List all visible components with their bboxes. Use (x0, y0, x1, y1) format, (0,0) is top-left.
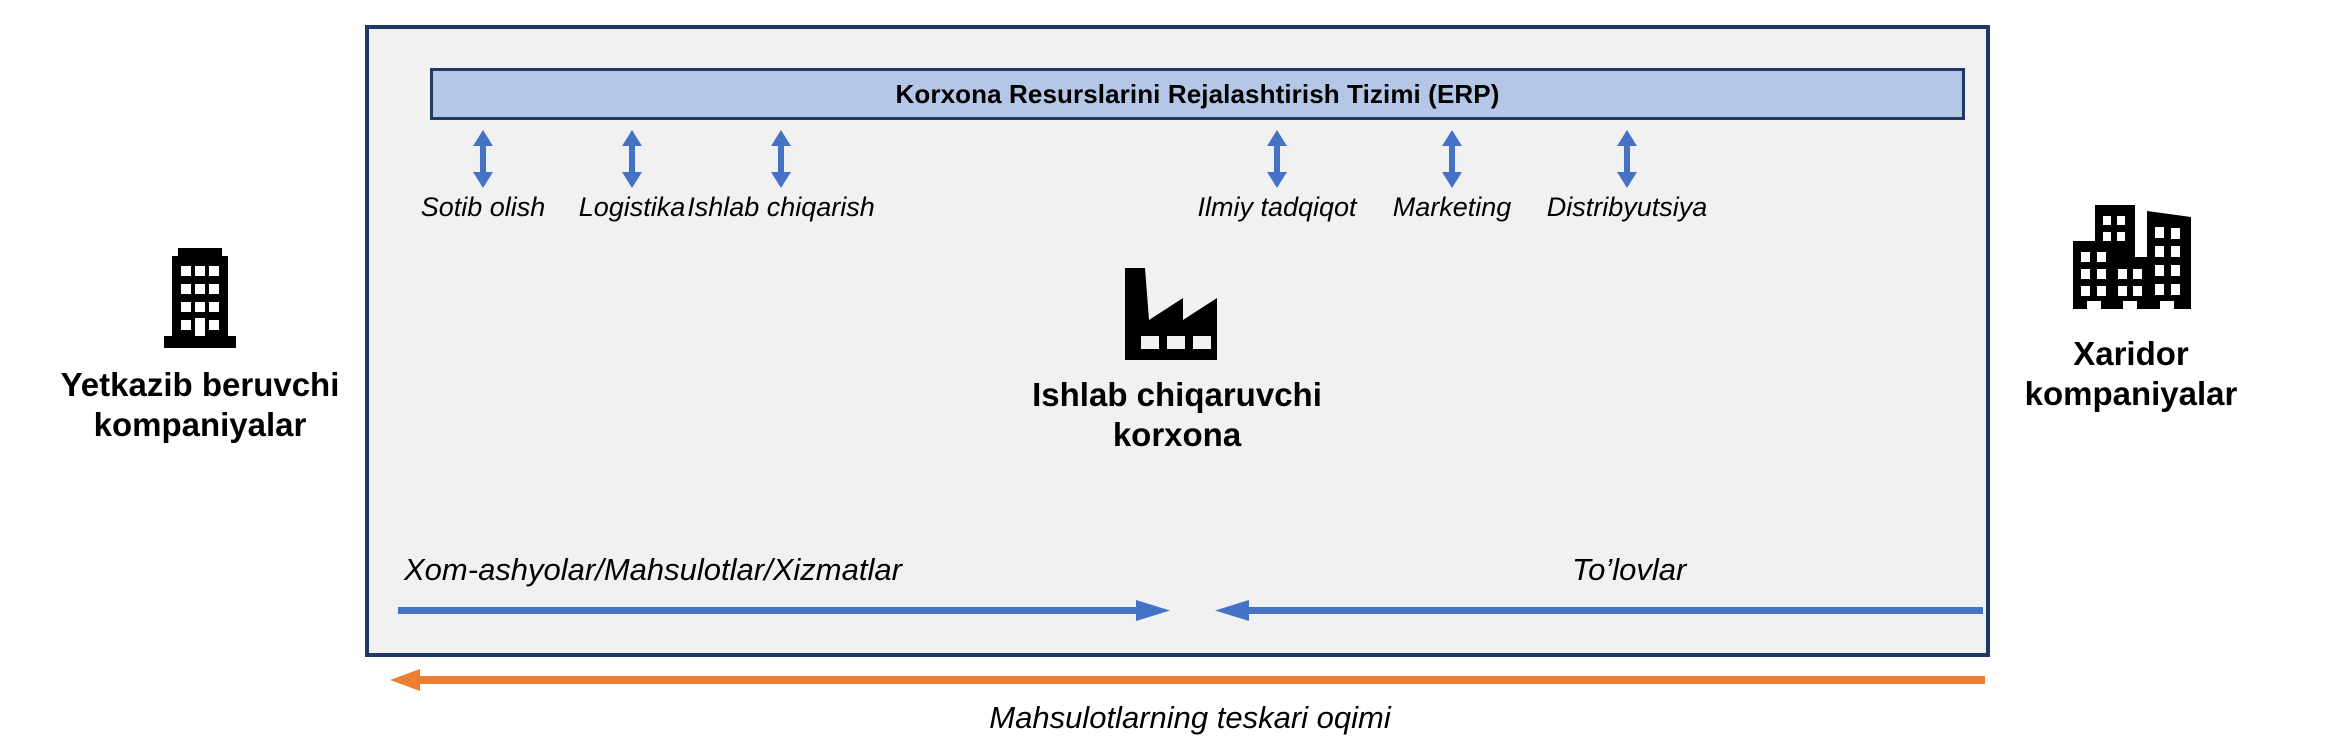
double-arrow-vertical-icon (768, 130, 794, 188)
payments-flow-label: To’lovlar (1572, 552, 1687, 587)
reverse-flow-label: Mahsulotlarning teskari oqimi (989, 700, 1391, 735)
department-label: Logistika (578, 192, 686, 222)
payments-flow-arrow (1215, 600, 1983, 622)
department-sotib-olish: Sotib olish (368, 130, 598, 223)
factory-icon (947, 268, 1407, 365)
double-arrow-vertical-icon (1264, 130, 1290, 188)
department-ilmiy-tadqiqot: Ilmiy tadqiqot (1162, 130, 1392, 223)
double-arrow-vertical-icon (619, 130, 645, 188)
goods-flow-label: Xom-ashyolar/Mahsulotlar/Xizmatlar (404, 552, 902, 587)
erp-system-bar: Korxona Resurslarini Rejalashtirish Tizi… (430, 68, 1965, 120)
office-building-icon (0, 248, 400, 353)
erp-system-title: Korxona Resurslarini Rejalashtirish Tizi… (895, 78, 1500, 109)
double-arrow-vertical-icon (470, 130, 496, 188)
goods-flow-arrow (398, 600, 1170, 622)
department-ishlab-chiqarish: Ishlab chiqarish (666, 130, 896, 223)
double-arrow-vertical-icon (1439, 130, 1465, 188)
department-distribyutsiya: Distribyutsiya (1512, 130, 1742, 223)
reverse-flow-arrow (390, 668, 1985, 692)
double-arrow-vertical-icon (1614, 130, 1640, 188)
department-logistika: Logistika (517, 130, 747, 223)
department-label: Distribyutsiya (1546, 192, 1708, 222)
city-buildings-icon (1935, 205, 2327, 320)
department-label: Ishlab chiqarish (687, 192, 875, 222)
department-label: Sotib olish (420, 192, 546, 222)
department-label: Ilmiy tadqiqot (1197, 192, 1357, 222)
department-label: Marketing (1392, 192, 1512, 222)
department-marketing: Marketing (1337, 130, 1567, 223)
